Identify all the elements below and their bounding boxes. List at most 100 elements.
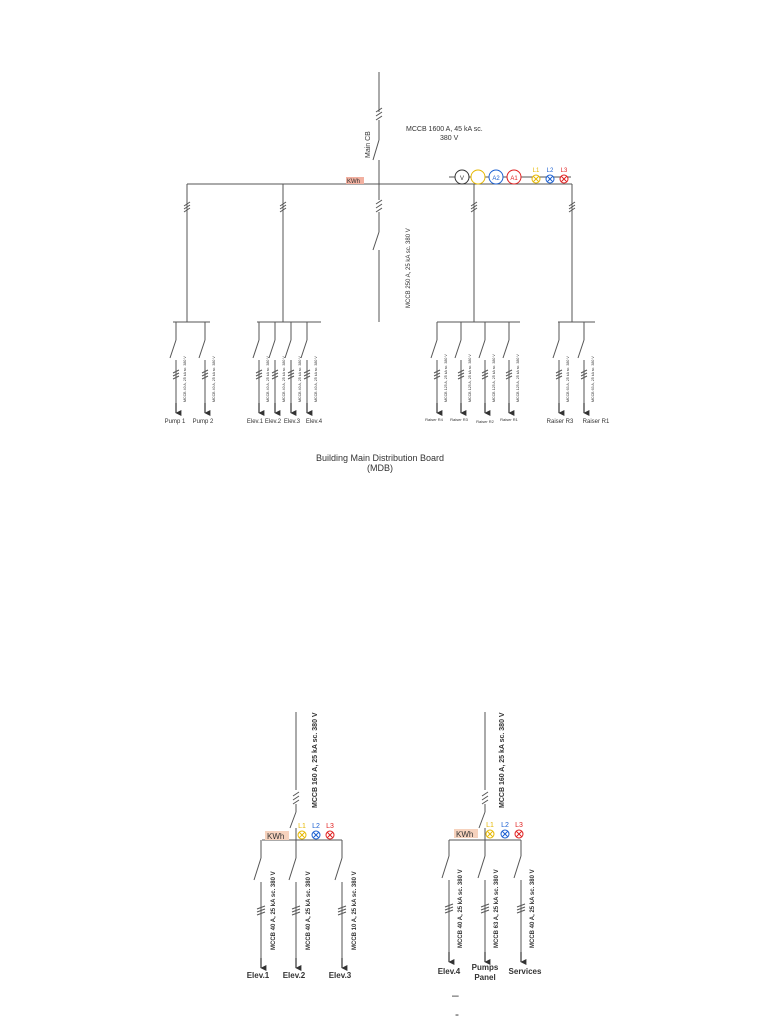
svg-text:A2: A2 (492, 176, 500, 182)
ammeter-a1-icon (506, 169, 522, 185)
mdb-feeder-label: Pump 2 (193, 419, 214, 425)
mdb-feeder-11: MCCB 63 A, 25 kA sc. 380 V Raiser R3 (547, 322, 574, 425)
mdb-feeder-rating: MCCB 63 A, 25 kA sc. 380 V (591, 356, 595, 402)
svg-text:L3: L3 (515, 822, 523, 829)
panel-a-feeder-rating: MCCB 40 A, 25 kA sc. 380 V (271, 871, 277, 950)
mdb-feeder-rating: MCCB 40 A, 25 kA sc. 380 V (314, 356, 318, 402)
mdb-diagram: Main CB MCCB 1600 A, 45 kA sc. 380 V KWh… (165, 72, 610, 473)
mdb-feeder-label: Elev.2 (265, 419, 282, 425)
ammeter-l1-icon (470, 169, 486, 185)
mdb-feeder-rating: MCCB 125 A, 25 kA sc. 380 V (492, 354, 496, 402)
mdb-feeder-10: MCCB 125 A, 25 kA sc. 380 V Raiser R1 (500, 322, 520, 422)
mdb-feeder-label: Raiser R4 (425, 417, 444, 422)
panel-b-lamp-l2-icon (500, 829, 510, 839)
panel-b-feeder-rating: MCCB 40 A, 25 kA sc. 380 V (458, 869, 464, 948)
kwh-meter-box (346, 177, 364, 184)
panel-a-lamp-l2-icon (311, 830, 321, 840)
panel-a-feeder-2: MCCB 40 A, 25 kA sc. 380 V Elev.2 (283, 840, 312, 980)
main-breaker-rating-line2: 380 V (440, 135, 459, 142)
panel-b-feeders: MCCB 40 A, 25 kA sc. 380 V Elev.4 MCCB 63 … (438, 840, 542, 982)
lamp-l2-icon (545, 174, 555, 184)
panel-b-diagram: MCCB 160 A, 25 kA sc. 380 V KWh L1 L2 L3… (438, 712, 542, 982)
svg-text:A1: A1 (510, 176, 518, 182)
svg-text:L1: L1 (486, 822, 494, 829)
panel-a-feeder-label: Elev.1 (247, 971, 270, 980)
mdb-feeder-rating: MCCB 40 A, 25 kA sc. 380 V (282, 356, 286, 402)
svg-text:L3: L3 (561, 168, 568, 174)
kwh-label: KWh (347, 179, 360, 185)
svg-text:L2: L2 (501, 822, 509, 829)
panel-b-incoming-rating: MCCB 160 A, 25 kA sc. 380 V (499, 712, 506, 808)
center-breaker-rating: MCCB 250 A, 25 kA sc. 380 V (406, 228, 412, 308)
mdb-feeder-label: Raiser R3 (547, 419, 574, 425)
mdb-feeder-2: MCCB 40 A, 25 kA sc. 380 V Pump 2 (193, 322, 216, 425)
panel-b-feeder-label: Elev.4 (438, 967, 461, 976)
mdb-feeder-rating: MCCB 63 A, 25 kA sc. 380 V (566, 356, 570, 402)
panel-a-feeder-rating: MCCB 40 A, 25 kA sc. 380 V (306, 871, 312, 950)
voltmeter-icon (454, 169, 470, 185)
panel-a-lamp-l1-icon (297, 830, 307, 840)
mdb-feeder-label: Elev.3 (284, 419, 301, 425)
center-breaker (372, 184, 383, 322)
mdb-caption-line1: Building Main Distribution Board (316, 453, 444, 463)
mdb-feeder-label: Pump 1 (165, 419, 186, 425)
svg-text:L3: L3 (326, 823, 334, 830)
mdb-feeder-6: MCCB 40 A, 25 kA sc. 380 V Elev.4 (300, 322, 323, 425)
panel-b-kwh-label: KWh (456, 830, 473, 839)
panel-a-diagram: MCCB 160 A, 25 kA sc. 380 V KWh L1 L2 L3… (247, 712, 358, 980)
mdb-meters: V A2 A1 L1 L2 L3 (449, 168, 571, 185)
panel-a-kwh-label: KWh (267, 832, 284, 841)
mdb-drops (183, 184, 576, 322)
mdb-feeder-label: Elev.4 (306, 419, 323, 425)
ammeter-a2-icon (488, 169, 504, 185)
mdb-feeder-rating: MCCB 40 A, 25 kA sc. 380 V (212, 356, 216, 402)
mdb-feeder-rating: MCCB 125 A, 25 kA sc. 380 V (468, 354, 472, 402)
mdb-feeder-label: Raiser R2 (476, 419, 495, 424)
mdb-feeder-label: Raiser R3 (450, 417, 469, 422)
svg-text:L1: L1 (533, 168, 540, 174)
mdb-feeder-4: MCCB 40 A, 25 kA sc. 380 V Elev.2 (265, 322, 286, 425)
footer-mark-1: – (452, 988, 459, 1002)
panel-b-feeder-rating: MCCB 63 A, 25 kA sc. 380 V (494, 869, 500, 948)
panel-a-feeder-rating: MCCB 10 A, 25 kA sc. 380 V (352, 871, 358, 950)
panel-b-lamp-l3-icon (514, 829, 524, 839)
svg-text:L1: L1 (298, 823, 306, 830)
panel-a-lamp-l3-icon (325, 830, 335, 840)
mdb-feeder-rating: MCCB 40 A, 25 kA sc. 380 V (298, 356, 302, 402)
footer-mark-2: - (455, 1007, 459, 1021)
svg-text:L2: L2 (547, 168, 554, 174)
main-breaker-rating-line1: MCCB 1600 A, 45 kA sc. (406, 126, 483, 133)
panel-a-kwh-box (265, 831, 289, 840)
panel-a-feeder-label: Elev.2 (283, 971, 306, 980)
panel-a-incoming-rating: MCCB 160 A, 25 kA sc. 380 V (312, 712, 319, 808)
mdb-feeder-12: MCCB 63 A, 25 kA sc. 380 V Raiser R1 (577, 322, 610, 425)
mdb-feeder-7: MCCB 125 A, 25 kA sc. 380 V Raiser R4 (425, 322, 448, 422)
svg-text:V: V (460, 176, 464, 182)
main-breaker-symbol (372, 107, 383, 184)
mdb-feeder-label: Raiser R1 (583, 419, 610, 425)
panel-b-lamp-l1-icon (485, 829, 495, 839)
mdb-feeder-label: Raiser R1 (500, 417, 519, 422)
panel-b-feeder-1: MCCB 40 A, 25 kA sc. 380 V Elev.4 (438, 840, 464, 976)
panel-a-feeder-label: Elev.3 (329, 971, 352, 980)
mdb-feeder-9: MCCB 125 A, 25 kA sc. 380 V Raiser R2 (476, 322, 496, 424)
mdb-feeder-label: Elev.1 (247, 419, 264, 425)
mdb-caption-line2: (MDB) (367, 463, 393, 473)
panel-b-feeder-rating: MCCB 40 A, 25 kA sc. 380 V (530, 869, 536, 948)
mdb-feeder-rating: MCCB 125 A, 25 kA sc. 380 V (444, 354, 448, 402)
panel-b-feeder-label-line2: Panel (474, 973, 495, 982)
mdb-feeder-rating: MCCB 125 A, 25 kA sc. 380 V (516, 354, 520, 402)
mdb-feeder-rating: MCCB 40 A, 25 kA sc. 380 V (266, 356, 270, 402)
mdb-feeder-8: MCCB 125 A, 25 kA sc. 380 V Raiser R3 (450, 322, 472, 422)
lamp-l3-icon (559, 174, 569, 184)
panel-b-feeder-label: Pumps (472, 963, 499, 972)
panel-b-kwh-box (454, 829, 478, 838)
panel-a-feeder-1: MCCB 40 A, 25 kA sc. 380 V Elev.1 (247, 840, 277, 980)
lamp-l1-icon (531, 174, 541, 184)
svg-text:L2: L2 (312, 823, 320, 830)
